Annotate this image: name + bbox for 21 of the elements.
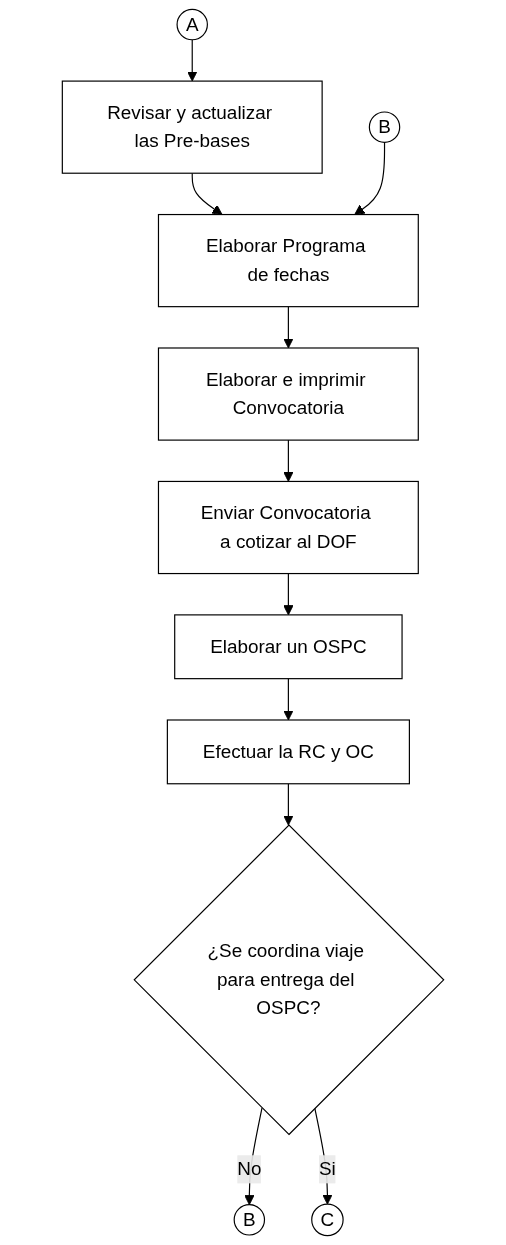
node-circle: B bbox=[368, 111, 401, 143]
node-box: Enviar Convocatoria a cotizar al DOF bbox=[157, 480, 419, 575]
arrow bbox=[283, 306, 294, 349]
arrow bbox=[354, 141, 386, 215]
node-box: Revisar y actualizar las Pre-bases bbox=[61, 80, 323, 174]
edge-label: Si bbox=[319, 1158, 336, 1179]
node-box: Elaborar e imprimir Convocatoria bbox=[157, 347, 419, 441]
node-diamond: ¿Se coordina viaje para entrega del OSPC? bbox=[133, 824, 445, 1136]
arrow bbox=[283, 439, 294, 482]
node-circle: B bbox=[233, 1204, 266, 1236]
node-box: Elaborar un OSPC bbox=[174, 614, 403, 680]
arrow bbox=[283, 678, 294, 721]
edge-label: No bbox=[237, 1158, 262, 1179]
arrow bbox=[283, 572, 294, 616]
arrow bbox=[191, 172, 223, 215]
node-box: Elaborar Programa de fechas bbox=[157, 213, 419, 308]
node-circle: C bbox=[311, 1203, 344, 1237]
arrow bbox=[187, 39, 198, 82]
node-circle: A bbox=[176, 8, 208, 41]
node-box: Efectuar la RC y OC bbox=[166, 719, 410, 785]
arrow bbox=[283, 783, 294, 826]
